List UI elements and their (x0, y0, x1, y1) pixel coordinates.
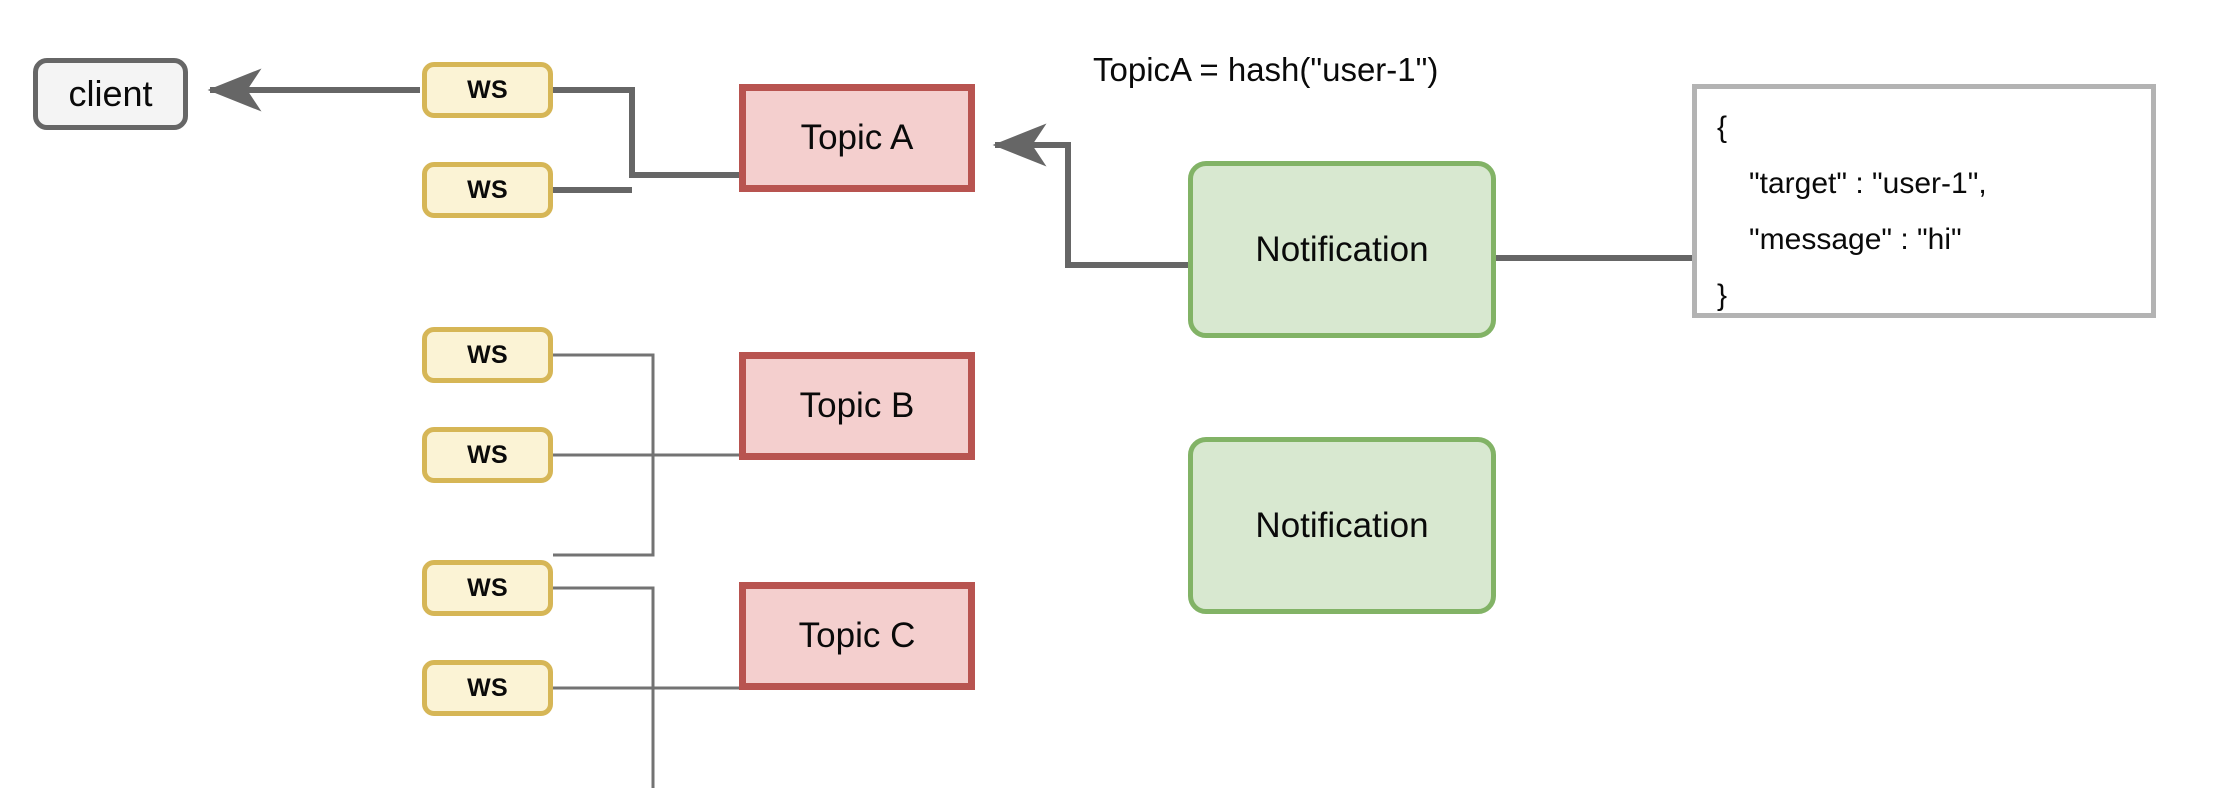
wire-ws-to-topic-c (553, 586, 739, 788)
payload-box: { "target" : "user-1", "message" : "hi" … (1692, 84, 2156, 318)
wire-ws-to-topic-b (553, 353, 739, 557)
topic-node-c[interactable]: Topic C (739, 582, 975, 690)
ws-node-b2[interactable]: WS (422, 427, 553, 483)
ws-node-a1[interactable]: WS (422, 62, 553, 118)
ws-node-b1[interactable]: WS (422, 327, 553, 383)
hash-caption: TopicA = hash("user-1") (1093, 51, 1439, 88)
payload-line-open-brace: { (1717, 111, 1728, 144)
wire-ws-to-topic-a (553, 87, 739, 193)
notification-node-2[interactable]: Notification (1188, 437, 1496, 614)
wire-notification-to-topic-a (992, 123, 1188, 268)
client-node[interactable]: client (33, 58, 188, 130)
payload-line-close-brace: } (1717, 279, 1728, 312)
payload-line-target: "target" : "user-1", (1749, 167, 1987, 200)
ws-node-c1[interactable]: WS (422, 560, 553, 616)
ws-node-c2[interactable]: WS (422, 660, 553, 716)
ws-node-a2[interactable]: WS (422, 162, 553, 218)
topic-node-a[interactable]: Topic A (739, 84, 975, 192)
notification-node-1[interactable]: Notification (1188, 161, 1496, 338)
payload-line-message: "message" : "hi" (1749, 223, 1962, 256)
topic-node-b[interactable]: Topic B (739, 352, 975, 460)
